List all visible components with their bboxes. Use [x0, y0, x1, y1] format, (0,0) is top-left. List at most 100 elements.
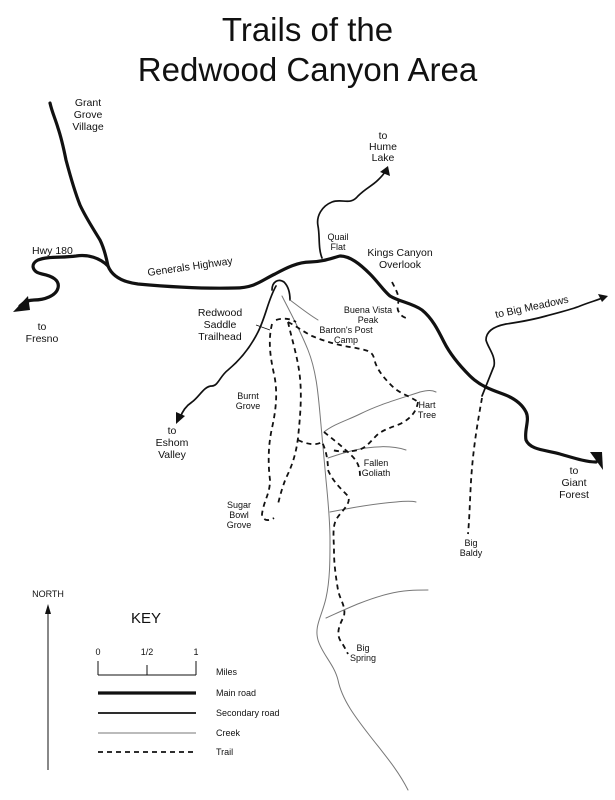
- svg-text:Barton's Post: Barton's Post: [319, 325, 373, 335]
- svg-text:Fallen: Fallen: [364, 458, 389, 468]
- north-arrowhead-icon: [45, 604, 51, 614]
- svg-text:Village: Village: [72, 121, 103, 133]
- label-grant-grove-village: Grant Grove Village: [72, 97, 103, 133]
- svg-text:Grant: Grant: [75, 97, 101, 109]
- svg-text:Trailhead: Trailhead: [198, 331, 242, 343]
- label-buena-vista-peak: Buena Vista Peak: [344, 305, 392, 325]
- key-label-miles: Miles: [216, 667, 238, 677]
- map-key: KEY 0 1/2 1 Miles Main road Secondary ro…: [95, 610, 279, 757]
- label-burnt-grove: Burnt Grove: [236, 391, 261, 411]
- svg-text:Grove: Grove: [236, 401, 261, 411]
- trail-big-baldy: [467, 397, 483, 535]
- key-scale-tick-0: 0: [95, 647, 100, 657]
- trail-buena-vista: [391, 281, 407, 319]
- trail-hart-tree-loop: [331, 401, 419, 453]
- svg-text:Overlook: Overlook: [379, 259, 422, 271]
- trail-bartons-post: [287, 321, 419, 403]
- creek-east-2: [329, 500, 417, 513]
- svg-text:Quail: Quail: [327, 232, 348, 242]
- svg-text:Goliath: Goliath: [362, 468, 391, 478]
- svg-text:Spring: Spring: [350, 653, 376, 663]
- svg-text:Burnt: Burnt: [237, 391, 259, 401]
- svg-text:Valley: Valley: [158, 449, 187, 461]
- arrow-to-eshom-valley: [176, 412, 185, 424]
- svg-text:Redwood: Redwood: [198, 307, 243, 319]
- creek-redwood: [281, 295, 409, 791]
- label-kings-canyon-overlook: Kings Canyon Overlook: [367, 247, 433, 271]
- map-title-line2: Redwood Canyon Area: [137, 51, 478, 88]
- svg-text:to: to: [570, 465, 579, 477]
- map-title-line1: Trails of the: [221, 11, 394, 48]
- svg-text:Sugar: Sugar: [227, 500, 251, 510]
- secondary-road-redwood-saddle: [271, 279, 291, 301]
- label-generals-highway: Generals Highway: [147, 255, 234, 279]
- key-label-trail: Trail: [216, 747, 233, 757]
- creek-east-3: [325, 589, 429, 619]
- svg-text:Hume: Hume: [369, 141, 397, 153]
- secondary-road-big-meadows: [481, 297, 603, 397]
- trail-redwood-canyon: [297, 439, 350, 655]
- creek-hart: [323, 390, 437, 433]
- svg-text:Flat: Flat: [330, 242, 346, 252]
- label-big-baldy: Big Baldy: [460, 538, 483, 558]
- label-to-eshom-valley: to Eshom Valley: [156, 425, 189, 461]
- key-scale-bar: [97, 661, 197, 676]
- svg-text:Giant: Giant: [561, 477, 586, 489]
- arrow-to-big-meadows: [598, 294, 608, 302]
- svg-text:Saddle: Saddle: [204, 319, 237, 331]
- label-big-spring: Big Spring: [350, 643, 376, 663]
- svg-text:Lake: Lake: [372, 152, 395, 164]
- key-scale-tick-1: 1: [193, 647, 198, 657]
- svg-text:to: to: [379, 130, 388, 142]
- svg-text:Big: Big: [464, 538, 477, 548]
- svg-text:to: to: [168, 425, 177, 437]
- svg-text:Buena Vista: Buena Vista: [344, 305, 392, 315]
- label-to-big-meadows: to Big Meadows: [494, 294, 570, 321]
- label-to-fresno: to Fresno: [26, 321, 59, 345]
- creek-upper: [289, 299, 319, 321]
- creek-east-1: [327, 446, 407, 459]
- svg-text:Big: Big: [356, 643, 369, 653]
- label-to-giant-forest: to Giant Forest: [559, 465, 589, 501]
- svg-text:Baldy: Baldy: [460, 548, 483, 558]
- label-fallen-goliath: Fallen Goliath: [362, 458, 391, 478]
- key-scale-tick-half: 1/2: [141, 647, 154, 657]
- svg-text:Bowl: Bowl: [229, 510, 249, 520]
- trail-saddle-connector: [275, 317, 297, 323]
- label-to-hume-lake: to Hume Lake: [369, 130, 397, 164]
- label-hwy-180: Hwy 180: [32, 245, 73, 257]
- main-road-hwy-180: [18, 253, 110, 308]
- key-label-main-road: Main road: [216, 688, 256, 698]
- svg-text:Grove: Grove: [227, 520, 252, 530]
- trailhead-pointer-line: [255, 324, 271, 331]
- north-arrow: NORTH: [32, 589, 64, 770]
- svg-text:Kings Canyon: Kings Canyon: [367, 247, 433, 259]
- trail-fallen-goliath: [323, 431, 361, 477]
- arrow-to-hume-lake: [380, 166, 390, 176]
- arrow-to-giant-forest: [590, 452, 603, 470]
- key-label-secondary-road: Secondary road: [216, 708, 280, 718]
- svg-text:Camp: Camp: [334, 335, 358, 345]
- svg-text:Tree: Tree: [418, 410, 436, 420]
- north-label: NORTH: [32, 589, 64, 599]
- key-title: KEY: [131, 610, 161, 627]
- label-hart-tree: Hart Tree: [418, 400, 436, 420]
- label-bartons-post-camp: Barton's Post Camp: [319, 325, 373, 345]
- trail-sugar-bowl-loop-east: [277, 321, 302, 505]
- trail-sugar-bowl-loop-west: [261, 323, 278, 521]
- label-sugar-bowl-grove: Sugar Bowl Grove: [227, 500, 252, 530]
- svg-text:Fresno: Fresno: [26, 333, 59, 345]
- secondary-road-hume-lake: [316, 169, 387, 259]
- secondary-road-eshom-valley: [179, 285, 277, 419]
- svg-text:Forest: Forest: [559, 489, 589, 501]
- label-redwood-saddle-trailhead: Redwood Saddle Trailhead: [198, 307, 243, 343]
- svg-text:Hart: Hart: [418, 400, 436, 410]
- main-road-generals-highway: [48, 101, 598, 464]
- svg-text:Grove: Grove: [74, 109, 103, 121]
- svg-text:Peak: Peak: [358, 315, 379, 325]
- svg-text:to: to: [38, 321, 47, 333]
- svg-text:Eshom: Eshom: [156, 437, 189, 449]
- key-label-creek: Creek: [216, 728, 241, 738]
- label-quail-flat: Quail Flat: [327, 232, 348, 252]
